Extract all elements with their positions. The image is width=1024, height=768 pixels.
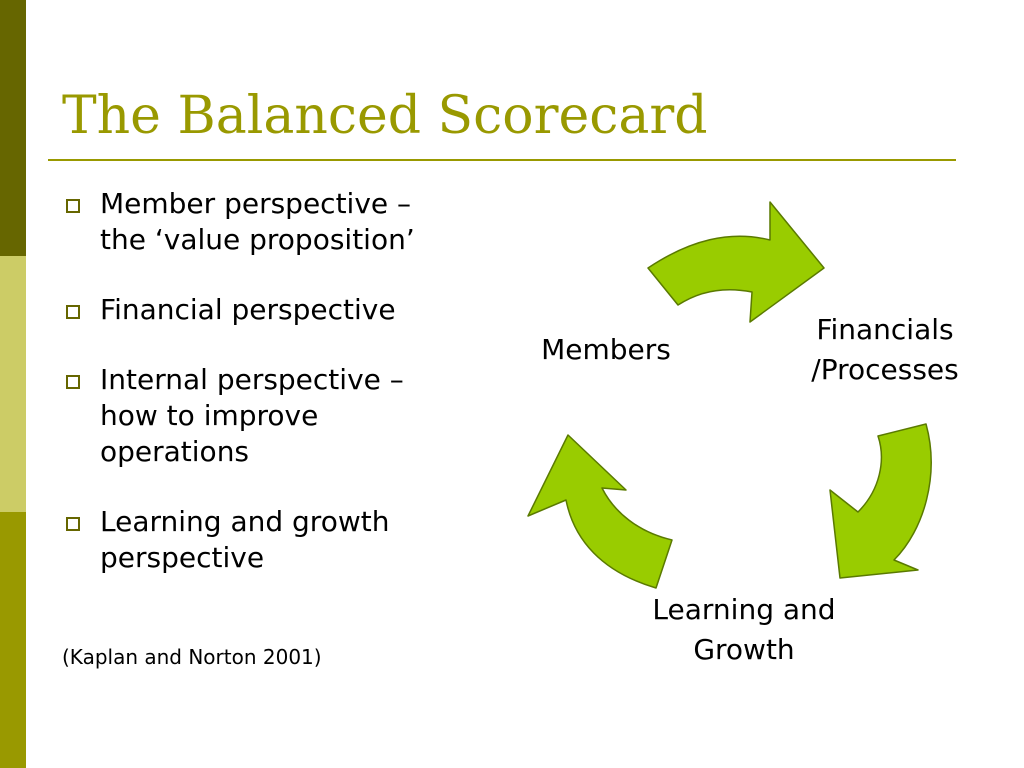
bullet-line: Internal perspective – bbox=[100, 363, 404, 396]
bullet-item-financial: Financial perspective bbox=[62, 292, 502, 328]
square-bullet-icon bbox=[66, 517, 80, 531]
bullet-line: Member perspective – bbox=[100, 187, 412, 220]
bullet-line: Learning and growth bbox=[100, 505, 390, 538]
citation: (Kaplan and Norton 2001) bbox=[62, 645, 322, 669]
arrow-learning-to-members-icon bbox=[527, 434, 673, 589]
bullet-line: operations bbox=[100, 435, 250, 468]
bullet-item-internal: Internal perspective – how to improve op… bbox=[62, 362, 502, 470]
bullet-line: Financial perspective bbox=[100, 293, 396, 326]
bullet-list: Member perspective – the ‘value proposit… bbox=[62, 186, 502, 576]
node-learning-line: Growth bbox=[693, 633, 795, 666]
sidebar-band-middle bbox=[0, 256, 26, 512]
node-financials-line: /Processes bbox=[811, 353, 959, 386]
bullet-item-member: Member perspective – the ‘value proposit… bbox=[62, 186, 502, 258]
bullet-line: how to improve bbox=[100, 399, 319, 432]
node-members-line: Members bbox=[541, 333, 671, 366]
square-bullet-icon bbox=[66, 375, 80, 389]
node-financials: Financials /Processes bbox=[780, 310, 990, 390]
bullet-line: the ‘value proposition’ bbox=[100, 223, 415, 256]
node-financials-line: Financials bbox=[816, 313, 954, 346]
arrow-members-to-financials-icon bbox=[647, 201, 825, 323]
sidebar-band-bottom bbox=[0, 512, 26, 768]
slide-title: The Balanced Scorecard bbox=[62, 86, 708, 146]
node-members: Members bbox=[525, 330, 687, 370]
node-learning-line: Learning and bbox=[652, 593, 836, 626]
node-learning: Learning and Growth bbox=[614, 590, 874, 670]
square-bullet-icon bbox=[66, 199, 80, 213]
sidebar-band-top bbox=[0, 0, 26, 256]
square-bullet-icon bbox=[66, 305, 80, 319]
bullet-item-learning: Learning and growth perspective bbox=[62, 504, 502, 576]
title-divider bbox=[48, 159, 956, 161]
arrow-financials-to-learning-icon bbox=[829, 423, 932, 579]
bullet-line: perspective bbox=[100, 541, 265, 574]
